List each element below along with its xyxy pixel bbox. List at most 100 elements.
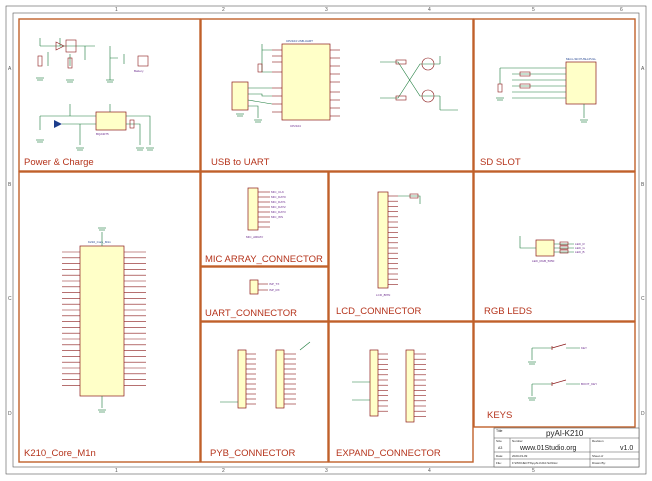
- transistor-q1: [421, 57, 435, 71]
- uart-net-rx: ISP_RX: [269, 288, 280, 292]
- grid-column-labels: 1 2 3 4 5 6 1 2 3 4 5 A B C D A B C D: [8, 7, 645, 474]
- grid-col-5: 5: [532, 7, 535, 13]
- frame-expand-connector: [328, 321, 474, 463]
- title-label: Title: [496, 429, 503, 433]
- frame-keys: [473, 321, 636, 428]
- cp2104-part: CP2104: [290, 124, 301, 128]
- frame-lcd-connector: [328, 171, 474, 322]
- resistor-sd-2: [519, 83, 531, 89]
- mic-array-header: [247, 187, 259, 231]
- grid-col-1: 1: [115, 7, 118, 13]
- battery-connector: [137, 55, 149, 67]
- grid-col-5-bottom: 5: [532, 468, 535, 474]
- grid-col-4-bottom: 4: [428, 468, 431, 474]
- date-value: 2020-03-09: [512, 454, 528, 458]
- key-net-boot: BOOT_KEY: [581, 382, 597, 386]
- rgb-net-r: LED_R: [575, 242, 586, 246]
- lcd-header: [377, 191, 389, 289]
- grid-row-d: D: [8, 411, 12, 417]
- resistor-r1: [37, 55, 43, 67]
- section-label-pyb-connector: PYB_CONNECTOR: [210, 448, 295, 459]
- website-value: www.01Studio.org: [519, 445, 577, 452]
- uart-connector-circuit: ISP_TX ISP_RX: [249, 279, 280, 295]
- section-label-k210-core: K210_Core_M1n: [24, 448, 96, 459]
- key-switch-1: [551, 343, 567, 350]
- resistor-sd-1: [519, 71, 531, 77]
- rgb-led-package: [535, 239, 555, 257]
- sd-slot-circuit: Micro-SD PUSH-PULL: [496, 57, 597, 123]
- expand-connector-circuit: [352, 349, 426, 423]
- section-label-usb-uart: USB to UART: [211, 157, 270, 168]
- mosfet-symbol: [65, 39, 77, 53]
- cp2104-title: CP2104 USB-UART: [286, 39, 313, 43]
- k210-module-label: K210_Core_M1n: [88, 240, 111, 244]
- sd-socket: [565, 61, 597, 105]
- uart-header: [249, 279, 259, 295]
- lcd-part: LCD_8PIN: [376, 293, 390, 297]
- number-label: Number: [512, 439, 523, 443]
- frame-mic-array: [200, 171, 329, 267]
- battery-label: Battery: [134, 69, 144, 73]
- grid-row-a-right: A: [641, 66, 645, 72]
- file-label: File:: [496, 461, 502, 465]
- led-charge-symbol: [54, 120, 62, 128]
- cap-c-usb: [257, 63, 263, 73]
- sheet-inner-border: [12, 12, 640, 468]
- frame-uart-connector: [200, 266, 329, 322]
- grid-row-a: A: [8, 66, 12, 72]
- file-value: F:\PROJECTS\pyAI-K210.SchDoc: [512, 461, 558, 465]
- grid-row-b: B: [8, 182, 12, 188]
- usb-uart-circuit: CP2104 USB-UART CP2104: [231, 39, 458, 128]
- resistor-led-r: [559, 241, 569, 246]
- frame-usb-uart: [200, 18, 474, 172]
- revision-label: Revision: [592, 439, 604, 443]
- mic-array-part: MIC_ARRAY: [246, 235, 263, 239]
- lcd-connector-circuit: LCD_8PIN: [376, 191, 421, 297]
- resistor-led-b: [559, 249, 569, 254]
- section-label-lcd-connector: LCD_CONNECTOR: [336, 306, 421, 317]
- frame-sd-slot: [473, 18, 636, 172]
- pyb-header-right: [275, 349, 285, 409]
- grid-col-2: 2: [222, 7, 225, 13]
- cap-sd: [497, 83, 503, 93]
- revision-value: v1.0: [620, 445, 633, 452]
- grid-row-c: C: [8, 296, 12, 302]
- grid-col-4: 4: [428, 7, 431, 13]
- mic-net-dat2: MIC_DAT2: [271, 205, 286, 209]
- title-block-frame: [493, 427, 640, 468]
- size-label: Size: [496, 439, 502, 443]
- sd-socket-label: Micro-SD PUSH-PULL: [566, 57, 597, 61]
- mic-net-dat0: MIC_DAT0: [271, 195, 286, 199]
- key-switch-2: [551, 379, 567, 386]
- uart-net-tx: ISP_TX: [269, 282, 279, 286]
- keys-circuit: KEY BOOT_KEY: [528, 343, 597, 401]
- mic-net-clk: MIC_CLK: [271, 190, 284, 194]
- charge-ic-label: BQ24075: [96, 132, 109, 136]
- pyb-header-left: [237, 349, 247, 409]
- rgb-net-b: LED_B: [575, 250, 585, 254]
- section-label-sd-slot: SD SLOT: [480, 157, 521, 168]
- section-label-expand-connector: EXPAND_CONNECTOR: [336, 448, 441, 459]
- frame-rgb-leds: [473, 171, 636, 322]
- rgb-net-g: LED_G: [575, 246, 586, 250]
- diode-symbol: [55, 41, 65, 51]
- cap-c-charge: [129, 119, 135, 129]
- mic-net-dat1: MIC_DAT1: [271, 200, 286, 204]
- rgb-leds-circuit: LED_RGB_5050 LED_R LED_G LED_B: [519, 236, 586, 263]
- frame-pyb-connector: [200, 321, 329, 463]
- mic-array-circuit: MIC_ARRAY MIC_CLK MIC_DAT0 MIC_DAT1 MIC_…: [246, 187, 286, 239]
- section-label-rgb-leds: RGB LEDS: [484, 306, 532, 317]
- drawn-label: Drawn By:: [592, 461, 606, 465]
- grid-row-b-right: B: [641, 182, 645, 188]
- section-label-uart-connector: UART_CONNECTOR: [205, 308, 297, 319]
- key-net-key: KEY: [581, 346, 587, 350]
- grid-col-3: 3: [325, 7, 328, 13]
- rgb-led-part: LED_RGB_5050: [532, 259, 555, 263]
- transistor-q2: [421, 89, 435, 103]
- section-label-power-charge: Power & Charge: [24, 157, 94, 168]
- pyb-connector-circuit: [220, 341, 311, 409]
- k210-module: [79, 245, 125, 397]
- grid-col-3-bottom: 3: [325, 468, 328, 474]
- power-charge-circuit: Battery BQ24075: [36, 38, 154, 151]
